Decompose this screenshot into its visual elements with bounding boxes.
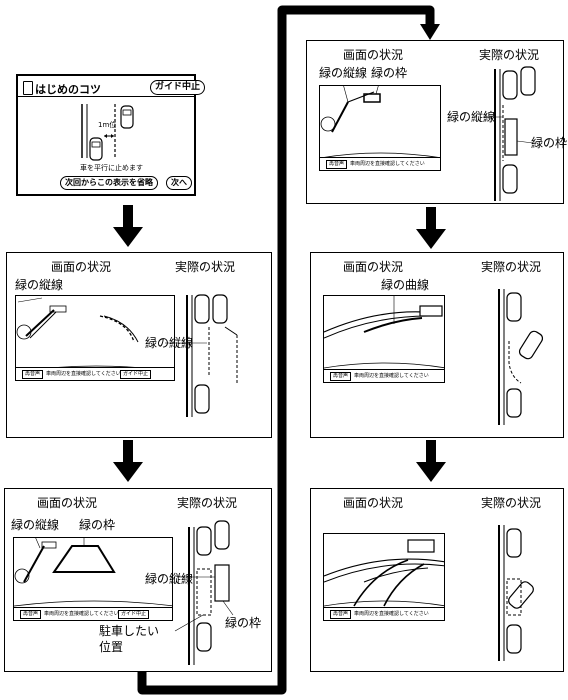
- guide-stop-small-button[interactable]: ガイド中止: [118, 610, 150, 619]
- safety-message: 車両周辺を直接確認してください: [354, 611, 429, 617]
- distance-label: 1m位: [98, 121, 117, 129]
- voice-button[interactable]: 再音声: [22, 370, 44, 379]
- green-vertical-label: 緑の縦線: [11, 518, 60, 532]
- green-frame-label: 緑の枠: [79, 518, 116, 532]
- safety-message: 車両周辺を直接確認してください: [350, 161, 425, 167]
- safety-message: 車両周辺を直接確認してください: [46, 371, 121, 377]
- book-icon: [23, 81, 33, 95]
- screen-heading: 画面の状況: [343, 48, 404, 62]
- voice-button[interactable]: 再音声: [330, 372, 352, 381]
- next-button[interactable]: 次へ: [166, 176, 192, 190]
- skip-display-button[interactable]: 次回からこの表示を省略: [60, 176, 158, 190]
- screen-heading: 画面の状況: [343, 496, 404, 510]
- parking-position-label: 駐車したい 位置: [99, 624, 160, 654]
- voice-button[interactable]: 再音声: [20, 610, 42, 619]
- tip-divider: [18, 96, 194, 97]
- actual-scene: [174, 520, 234, 665]
- green-frame-label-actual: 緑の枠: [225, 616, 262, 630]
- camera-screen: 再音声 車両周辺を直接確認してください: [323, 533, 445, 621]
- actual-heading: 実際の状況: [479, 48, 540, 62]
- actual-scene: [165, 294, 238, 417]
- camera-screen: 再音声 車両周辺を直接確認してください: [319, 85, 441, 171]
- actual-scene: [498, 525, 534, 661]
- tip-title: はじめのコツ: [35, 83, 101, 96]
- tip-panel: はじめのコツ ガイド中止 1m位 車を平行に止めます 次回からこの表示を省略 次…: [16, 74, 206, 196]
- green-curve-label: 緑の曲線: [381, 278, 430, 292]
- voice-button[interactable]: 再音声: [326, 160, 348, 169]
- down-arrow-3: [416, 207, 446, 249]
- screen-heading: 画面の状況: [343, 260, 404, 274]
- green-vertical-label-actual: 緑の縦線: [145, 572, 194, 586]
- camera-screen: 再音声 車両周辺を直接確認してください: [323, 295, 445, 383]
- camera-screen: 再音声 車両周辺を直接確認してください ガイド中止: [15, 295, 175, 381]
- actual-scene: [498, 289, 544, 425]
- green-vertical-label-actual: 緑の縦線: [447, 110, 496, 124]
- screen-heading: 画面の状況: [51, 260, 112, 274]
- actual-heading: 実際の状況: [175, 260, 236, 274]
- step-panel-4: 画面の状況 実際の状況 緑の曲線 再音声 車両周辺を直接確認してください: [310, 252, 564, 438]
- tip-diagram: [81, 104, 134, 161]
- step-panel-5: 画面の状況 実際の状況 再音声 車両周辺を直接確認してください: [310, 488, 564, 672]
- camera-screen: 再音声 車両周辺を直接確認してください ガイド中止: [13, 537, 173, 621]
- safety-message: 車両周辺を直接確認してください: [354, 373, 429, 379]
- actual-heading: 実際の状況: [177, 496, 238, 510]
- green-frame-label-actual: 緑の枠: [531, 136, 568, 150]
- instruction-text: 車を平行に止めます: [80, 164, 143, 172]
- voice-button[interactable]: 再音声: [330, 610, 352, 619]
- screen-heading: 画面の状況: [37, 496, 98, 510]
- actual-heading: 実際の状況: [481, 496, 542, 510]
- guide-stop-button[interactable]: ガイド中止: [150, 80, 206, 95]
- green-frame-label: 緑の枠: [371, 66, 408, 80]
- step-panel-1: 画面の状況 実際の状況 緑の縦線 再音声 車両周辺を直接確認してください ガイド…: [6, 252, 272, 438]
- guide-stop-small-button[interactable]: ガイド中止: [120, 370, 152, 379]
- step-panel-2: 画面の状況 実際の状況 緑の縦線 緑の枠 再音声 車両周辺を直接確認してください…: [4, 488, 272, 672]
- actual-scene: [483, 66, 536, 201]
- down-arrow-1: [113, 205, 143, 247]
- green-vertical-label: 緑の縦線: [15, 278, 64, 292]
- step-panel-3: 画面の状況 実際の状況 緑の縦線 緑の枠 再音声 車両周辺を直接確認してください…: [306, 40, 568, 204]
- down-arrow-4: [416, 440, 446, 482]
- down-arrow-2: [113, 440, 143, 482]
- actual-heading: 実際の状況: [481, 260, 542, 274]
- green-vertical-label: 緑の縦線: [319, 66, 368, 80]
- safety-message: 車両周辺を直接確認してください: [44, 611, 119, 617]
